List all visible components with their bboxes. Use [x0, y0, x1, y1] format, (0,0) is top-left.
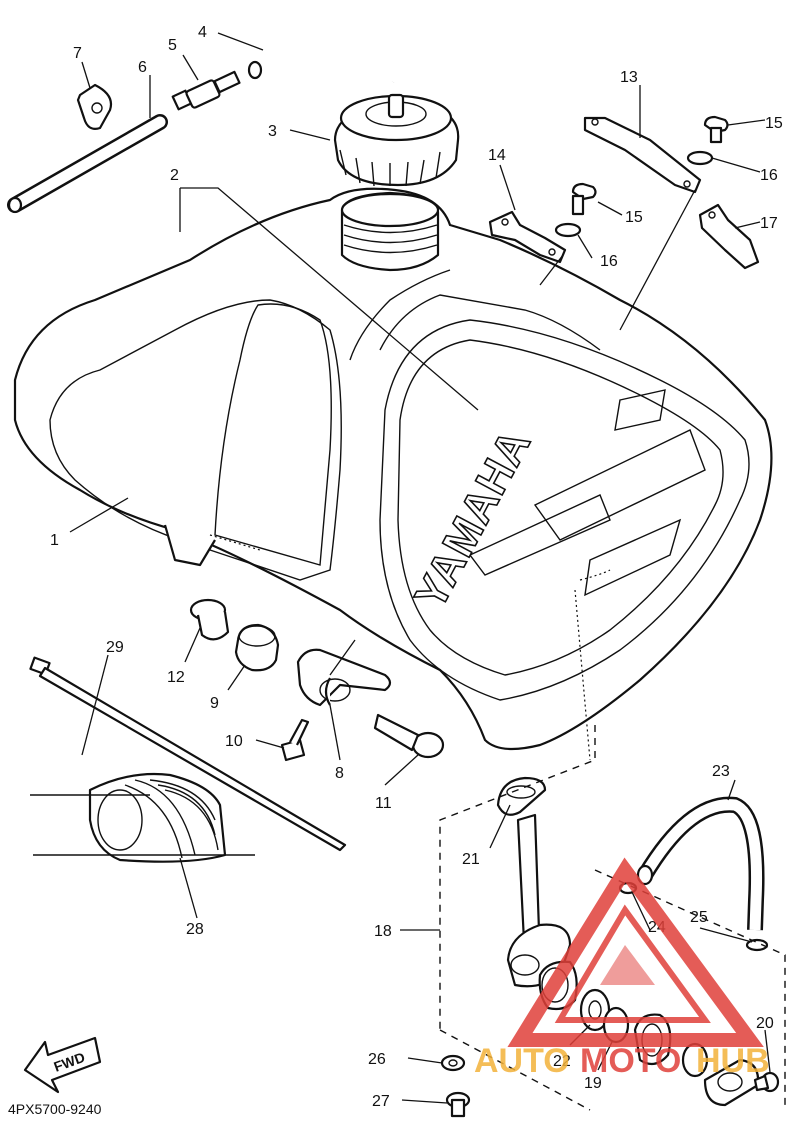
callout-16b: 16: [600, 253, 618, 270]
damper-16-rear: [686, 150, 714, 166]
washer-26: [440, 1054, 466, 1072]
callout-numbers: 1 2 3 4 5 6 7 8 9 10 11 12 13 14 15 15 1…: [50, 24, 783, 1110]
callout-27: 27: [372, 1093, 390, 1110]
bolt-15-front: [571, 182, 597, 216]
callout-2: 2: [170, 167, 179, 184]
callout-15a: 15: [765, 115, 783, 132]
callout-7: 7: [73, 45, 82, 62]
fuel-cap: [333, 93, 460, 187]
collar-12: [189, 598, 230, 641]
callout-19: 19: [584, 1075, 602, 1092]
screw-20: [753, 1071, 780, 1093]
callout-1: 1: [50, 532, 59, 549]
check-valve: [171, 70, 241, 111]
callout-28: 28: [186, 921, 204, 938]
callout-5: 5: [168, 37, 177, 54]
hose: [7, 114, 168, 214]
callout-12: 12: [167, 669, 185, 686]
callout-18: 18: [374, 923, 392, 940]
screw-27: [445, 1091, 471, 1118]
watermark-auto: AUTO: [474, 1042, 570, 1080]
leader-lines: [69, 32, 771, 1104]
callout-14: 14: [488, 147, 506, 164]
callout-4: 4: [198, 24, 207, 41]
callout-22: 22: [553, 1053, 571, 1070]
callout-8: 8: [335, 765, 344, 782]
watermark-moto: MOTO: [580, 1042, 681, 1080]
callout-20: 20: [756, 1015, 774, 1032]
vent-hose: [247, 19, 400, 83]
bolt-15-rear: [703, 115, 729, 144]
bolt-10: [280, 718, 310, 762]
callout-23: 23: [712, 763, 730, 780]
cable-tie: [29, 656, 347, 852]
callout-13: 13: [620, 69, 638, 86]
callout-15b: 15: [625, 209, 643, 226]
callout-10: 10: [225, 733, 243, 750]
bolt-11: [373, 713, 445, 759]
callout-9: 9: [210, 695, 219, 712]
fwd-arrow: FWD: [23, 1036, 102, 1094]
fuel-tank: [13, 187, 773, 761]
diagram-code: 4PX5700-9240: [8, 1101, 102, 1117]
clip: [76, 83, 113, 130]
bracket-8: [296, 648, 392, 707]
callout-29: 29: [106, 639, 124, 656]
damper-9: [234, 623, 280, 672]
bracket-17: [698, 203, 760, 270]
callout-26: 26: [368, 1051, 386, 1068]
callout-11: 11: [375, 795, 392, 812]
callout-3: 3: [268, 123, 277, 140]
damper-16-front: [554, 222, 582, 238]
callout-25: 25: [690, 909, 708, 926]
rear-bracket: [583, 116, 702, 194]
watermark-logo: AUTO MOTO HUB: [474, 857, 770, 1080]
fuel-hose: [636, 796, 765, 931]
clip-25: [745, 938, 769, 952]
watermark-hub: HUB: [696, 1042, 770, 1080]
fuel-cock-assembly: [496, 776, 578, 1011]
assembly-frame: [439, 725, 786, 1111]
heat-protector: [30, 772, 255, 863]
callout-6: 6: [138, 59, 147, 76]
callout-17: 17: [760, 215, 778, 232]
callout-16a: 16: [760, 167, 778, 184]
callout-21: 21: [462, 851, 480, 868]
